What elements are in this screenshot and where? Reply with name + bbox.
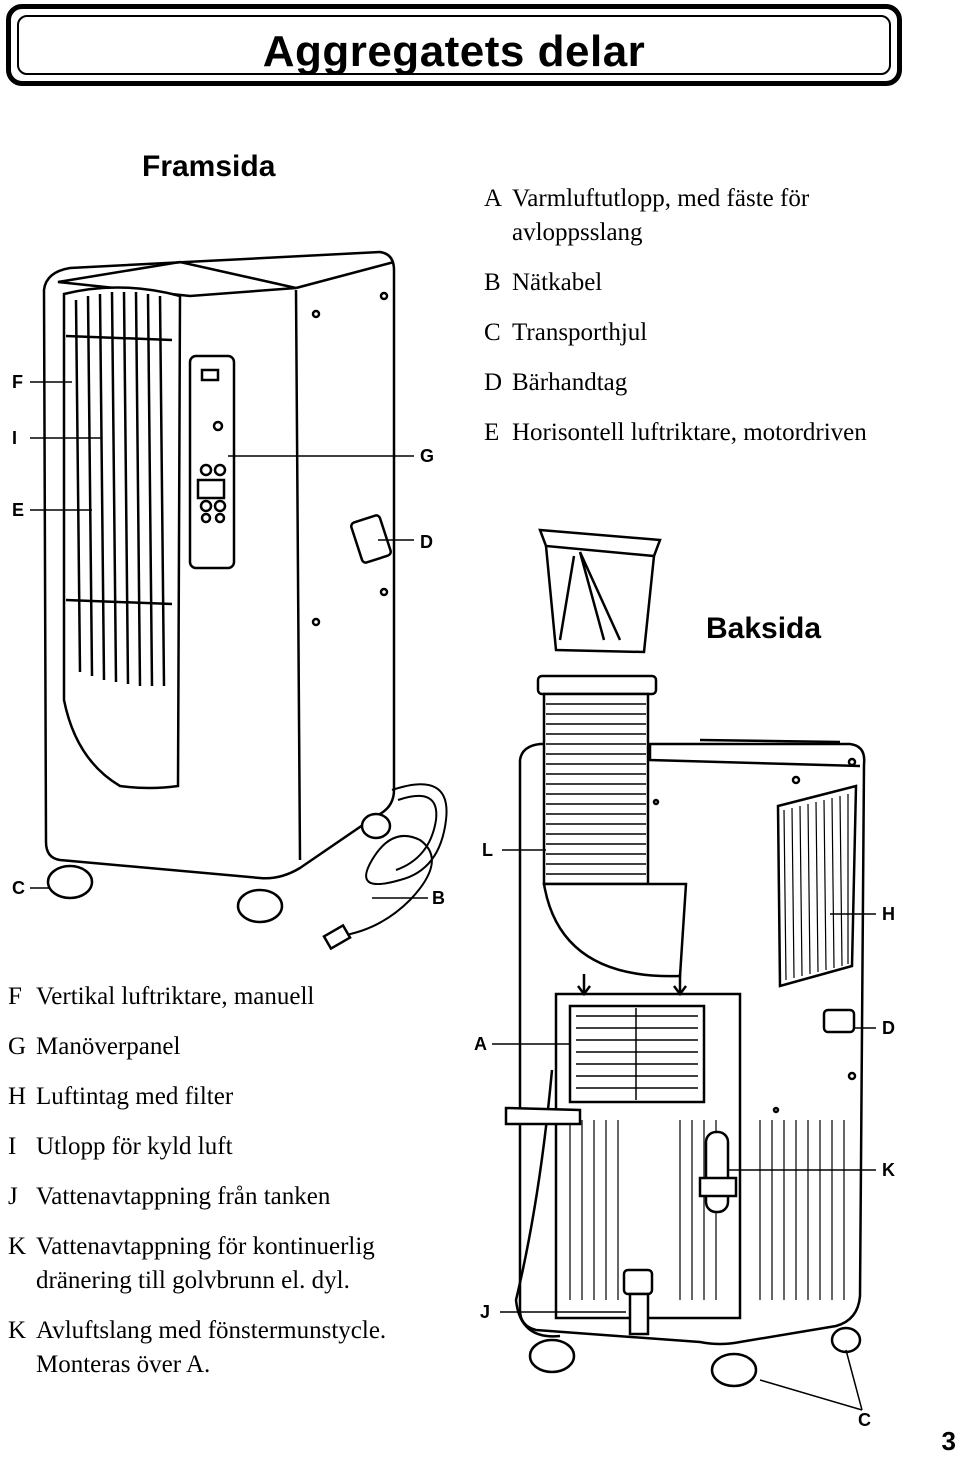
callout-back-d: D [882, 1018, 895, 1038]
front-louvers [65, 291, 173, 687]
front-handle [350, 514, 392, 564]
legend-item: I Utlopp för kyld luft [8, 1130, 458, 1164]
legend-key: A [484, 185, 503, 212]
legend-key: K [8, 1317, 27, 1344]
page-number: 3 [941, 1426, 956, 1456]
front-control-panel [188, 354, 236, 570]
legend-item: K Vattenavtappning för kontinuerlig dräne… [8, 1230, 458, 1298]
callout-front-g: G [420, 446, 435, 466]
legend-key: C [484, 319, 501, 346]
legend-item: E Horisontell luftriktare, motordriven [484, 416, 904, 450]
legend-text: Bärhandtag [512, 369, 628, 396]
callout-front-d: D [420, 532, 433, 552]
legend-key: D [484, 369, 503, 396]
callout-back-c: C [858, 1410, 871, 1430]
back-unit-illustration [504, 528, 866, 1388]
callout-back-h: H [882, 904, 895, 924]
callout-front-c: C [12, 878, 25, 898]
legend-text: Vattenavtappning från tanken [36, 1183, 331, 1210]
legend-bottom: F Vertikal luftriktare, manuell G Manöverp… [8, 980, 458, 1398]
legend-text: Varmluftutlopp, med fäste för avloppssla… [512, 185, 810, 246]
legend-text: Manöverpanel [36, 1033, 181, 1060]
legend-key: E [484, 419, 500, 446]
legend-item: C Transporthjul [484, 316, 904, 350]
callout-front-e: E [12, 500, 25, 520]
back-exhaust-grille [568, 1004, 706, 1104]
back-heading: Baksida [706, 612, 822, 645]
legend-text: Nätkabel [512, 269, 603, 296]
callout-front-b: B [432, 888, 445, 908]
callout-back-a: A [474, 1034, 487, 1054]
legend-item: G Manöverpanel [8, 1030, 458, 1064]
legend-text: Transporthjul [512, 319, 648, 346]
title-inner-frame [17, 15, 891, 75]
legend-item: J Vattenavtappning från tanken [8, 1180, 458, 1214]
legend-item: D Bärhandtag [484, 366, 904, 400]
legend-item: F Vertikal luftriktare, manuell [8, 980, 458, 1014]
page-title: Aggregatets delar [262, 27, 646, 76]
legend-key: B [484, 269, 501, 296]
legend-text: Avluftslang med fönstermunstycle. Monter… [36, 1317, 387, 1378]
legend-key: F [8, 983, 22, 1010]
legend-text: Vattenavtappning för kontinuerlig dräner… [36, 1233, 375, 1294]
callout-back-l: L [482, 840, 493, 860]
legend-text: Luftintag med filter [36, 1083, 234, 1110]
back-leader-lines [492, 849, 876, 1411]
callout-front-f: F [12, 372, 23, 392]
legend-item: B Nätkabel [484, 266, 904, 300]
legend-text: Utlopp för kyld luft [36, 1133, 233, 1160]
legend-key: J [8, 1183, 18, 1210]
front-heading: Framsida [142, 150, 276, 183]
callout-back-j: J [480, 1302, 491, 1322]
legend-item: K Avluftslang med fönstermunstycle. Monte… [8, 1314, 458, 1382]
front-leader-lines [30, 381, 428, 899]
title-frame: Aggregatets delar [6, 4, 902, 86]
legend-text: Vertikal luftriktare, manuell [36, 983, 315, 1010]
legend-item: H Luftintag med filter [8, 1080, 458, 1114]
callout-back-k: K [882, 1160, 895, 1180]
legend-key: I [8, 1133, 17, 1160]
legend-top: A Varmluftutlopp, med fäste för avloppssl… [484, 182, 904, 466]
legend-key: G [8, 1033, 27, 1060]
front-unit-illustration [42, 250, 448, 951]
legend-text: Horisontell luftriktare, motordriven [512, 419, 867, 446]
callout-front-i: I [12, 428, 18, 448]
legend-key: H [8, 1083, 27, 1110]
legend-key: K [8, 1233, 27, 1260]
legend-item: A Varmluftutlopp, med fäste för avloppssl… [484, 182, 904, 250]
